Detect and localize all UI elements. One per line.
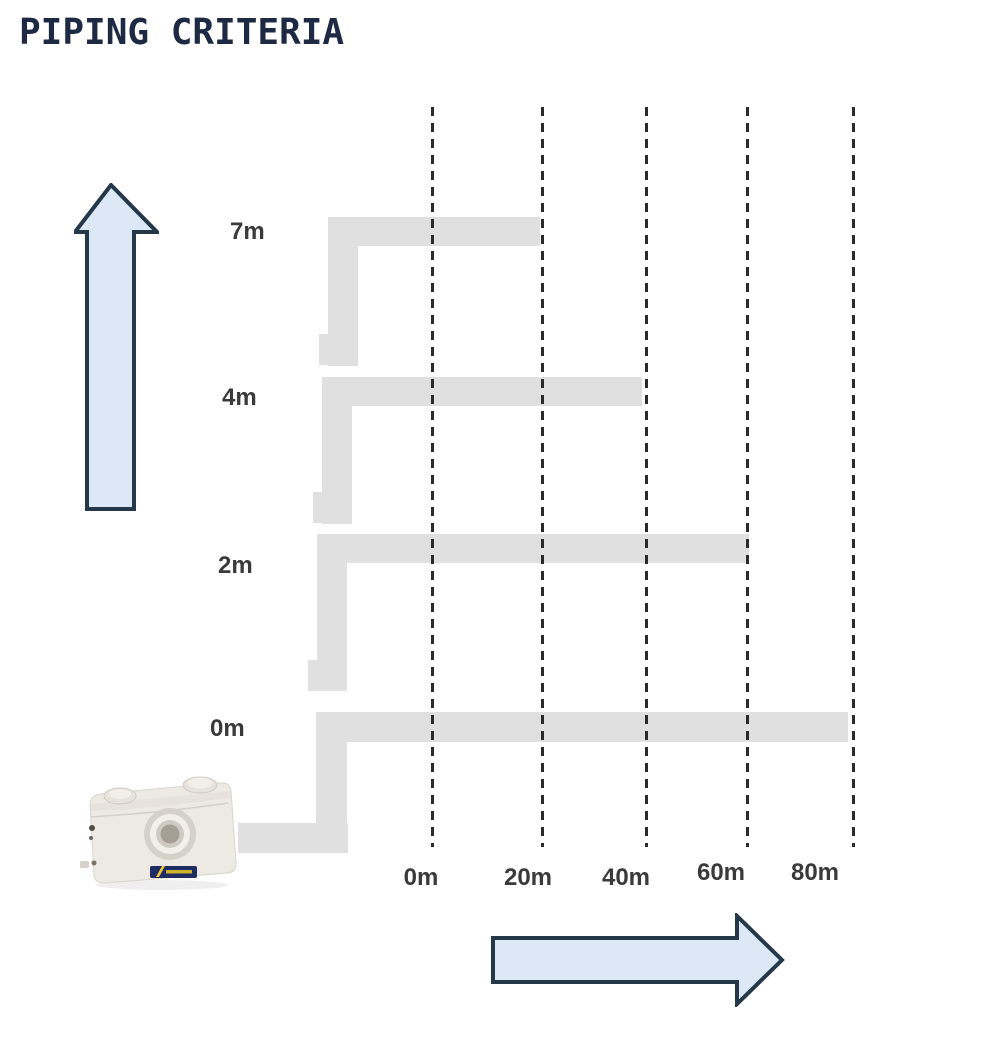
height-label-2m: 2m — [218, 552, 253, 579]
macerator-pump-image — [80, 776, 237, 890]
distance-label-40m: 40m — [601, 864, 651, 891]
distance-label-60m: 60m — [696, 859, 746, 886]
page-title: PIPING CRITERIA — [19, 12, 345, 53]
pipe-4m-horizontal — [322, 377, 642, 406]
gridline-20m — [541, 107, 544, 847]
distance-label-80m: 80m — [790, 859, 840, 886]
pipe-2m-foot — [308, 660, 317, 691]
gridline-60m — [746, 107, 749, 847]
gridline-80m — [852, 107, 855, 847]
distance-label-0m: 0m — [403, 864, 439, 891]
pipe-2m-horizontal — [317, 534, 749, 563]
pipe-7m-foot — [319, 334, 328, 365]
pipe-7m-horizontal — [328, 217, 540, 246]
pipe-0m-horizontal — [316, 712, 848, 742]
gridline-0m — [431, 107, 434, 847]
height-label-4m: 4m — [222, 384, 257, 411]
pipe-4m-riser — [322, 377, 352, 524]
distance-label-20m: 20m — [503, 864, 553, 891]
gridline-40m — [645, 107, 648, 847]
height-label-0m: 0m — [210, 715, 245, 742]
up-arrow-icon — [74, 183, 159, 511]
height-label-7m: 7m — [230, 218, 265, 245]
right-arrow-icon — [491, 913, 785, 1007]
pipe-7m-riser — [328, 217, 358, 366]
pipe-2m-riser — [317, 534, 347, 691]
pipe-4m-foot — [313, 492, 322, 523]
pipe-pump-connector — [238, 823, 348, 853]
